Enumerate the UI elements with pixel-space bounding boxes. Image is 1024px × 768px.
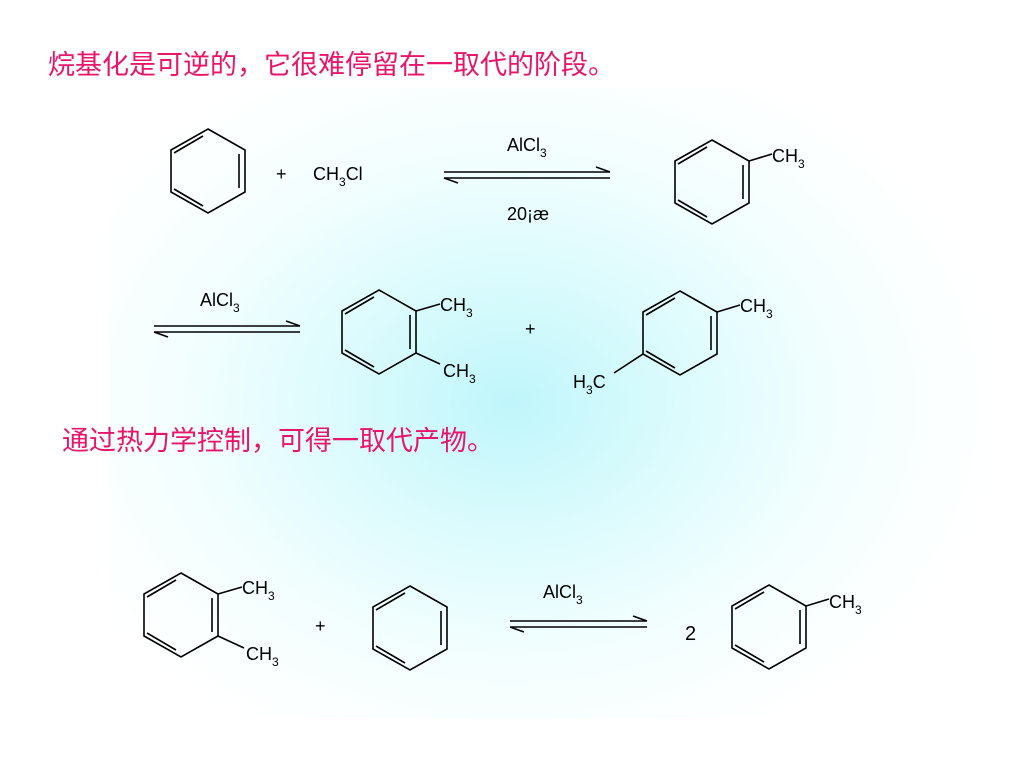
reagent-formula: CH3Cl	[313, 164, 363, 189]
methyl-group-label: CH3	[443, 361, 476, 386]
methyl-group-label: CH3	[740, 296, 773, 321]
catalyst-label: AlCl3	[200, 290, 240, 315]
methyl-group-label: CH3	[772, 146, 805, 171]
plus-sign: +	[276, 164, 287, 184]
methyl-group-label: H3C	[573, 372, 606, 397]
toluene-ring	[731, 584, 830, 670]
equilibrium-arrow	[509, 615, 648, 633]
methyl-group-label: CH3	[246, 644, 279, 669]
reaction-2: AlCl3 CH3 CH3 + CH3 H3C	[153, 289, 773, 397]
ortho-xylene-ring	[341, 289, 441, 375]
plus-sign: +	[525, 319, 536, 339]
heading-thermodynamic-control: 通过热力学控制，可得一取代产物。	[62, 426, 494, 457]
para-xylene-ring	[613, 290, 741, 376]
background-glow	[110, 88, 1000, 718]
benzene-ring	[372, 585, 448, 671]
reaction-3: CH3 CH3 + AlCl3 2 CH3	[143, 572, 862, 671]
plus-sign: +	[315, 616, 326, 636]
methyl-group-label: CH3	[242, 578, 275, 603]
equilibrium-arrow	[443, 166, 611, 184]
ortho-xylene-ring	[143, 572, 245, 658]
methyl-group-label: CH3	[829, 592, 862, 617]
equilibrium-arrow	[153, 320, 301, 338]
methyl-group-label: CH3	[440, 295, 473, 320]
catalyst-label: AlCl3	[507, 135, 547, 160]
stoichiometric-coefficient: 2	[685, 623, 696, 645]
reaction-1: + CH3Cl AlCl3 20¡æ CH3	[170, 128, 805, 225]
catalyst-label: AlCl3	[543, 582, 583, 607]
benzene-ring	[170, 128, 246, 214]
toluene-ring	[674, 139, 773, 225]
heading-reversible-alkylation: 烷基化是可逆的，它很难停留在一取代的阶段。	[48, 50, 615, 81]
condition-label: 20¡æ	[507, 204, 549, 224]
